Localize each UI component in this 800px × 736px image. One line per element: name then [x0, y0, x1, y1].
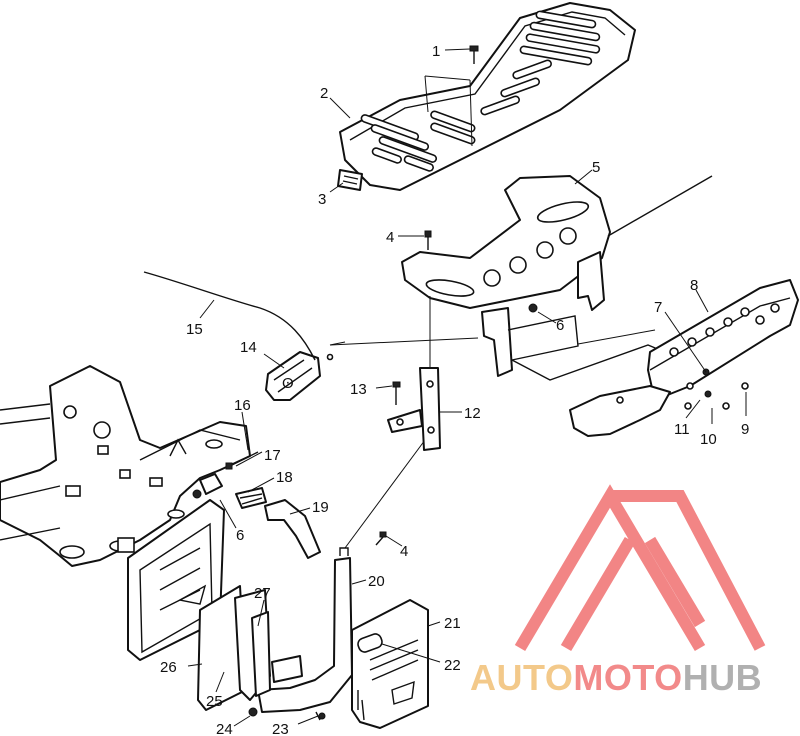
callout-26: 26 — [160, 659, 177, 676]
rack-slots — [360, 10, 601, 172]
callout-25: 25 — [206, 693, 223, 710]
callout-9: 9 — [741, 421, 749, 438]
callout-6-top: 6 — [556, 317, 564, 334]
callout-5: 5 — [592, 159, 600, 176]
rack-support — [401, 175, 713, 377]
callout-23: 23 — [272, 721, 289, 736]
callout-19: 19 — [312, 499, 329, 516]
logo-triangle — [514, 484, 766, 652]
watermark-auto: AUTO — [470, 657, 573, 698]
callout-21: 21 — [444, 615, 461, 632]
callout-labels: 1 2 3 4 5 6 7 8 9 10 11 12 13 14 15 16 1… — [160, 43, 749, 736]
watermark-logo — [514, 484, 766, 652]
callout-22: 22 — [444, 657, 461, 674]
callout-13: 13 — [350, 381, 367, 398]
callout-16: 16 — [234, 397, 251, 414]
bolt-1 — [469, 45, 479, 64]
callout-1: 1 — [432, 43, 440, 60]
callout-2: 2 — [320, 85, 328, 102]
callout-12: 12 — [464, 405, 481, 422]
callout-24: 24 — [216, 721, 233, 736]
watermark-hub: HUB — [683, 657, 763, 698]
callout-7: 7 — [654, 299, 662, 316]
leader-lines — [187, 48, 747, 727]
rear-rack — [339, 2, 636, 191]
mudflap-21 — [351, 599, 429, 729]
callout-3: 3 — [318, 191, 326, 208]
callout-27: 27 — [254, 585, 271, 602]
callout-11: 11 — [674, 421, 690, 438]
svg-text:AUTOMOTOHUB: AUTOMOTOHUB — [470, 657, 762, 698]
bracket-12 — [387, 367, 441, 451]
callout-15: 15 — [186, 321, 203, 338]
svg-text:ʘ: ʘ — [282, 375, 294, 392]
callout-8: 8 — [690, 277, 698, 294]
callout-20: 20 — [368, 573, 385, 590]
callout-17: 17 — [264, 447, 281, 464]
callout-18: 18 — [276, 469, 293, 486]
callout-4-lower: 4 — [400, 543, 408, 560]
callout-10: 10 — [700, 431, 717, 448]
callout-6-lower: 6 — [236, 527, 244, 544]
callout-14: 14 — [240, 339, 257, 356]
watermark-text: AUTOMOTOHUB — [470, 657, 762, 698]
callout-4-top: 4 — [386, 229, 394, 246]
taillight-14: ʘ — [265, 351, 321, 401]
rear-bumper — [569, 279, 799, 437]
frame — [0, 365, 251, 567]
reflector-3 — [337, 169, 363, 191]
watermark-moto: MOTO — [573, 657, 682, 698]
